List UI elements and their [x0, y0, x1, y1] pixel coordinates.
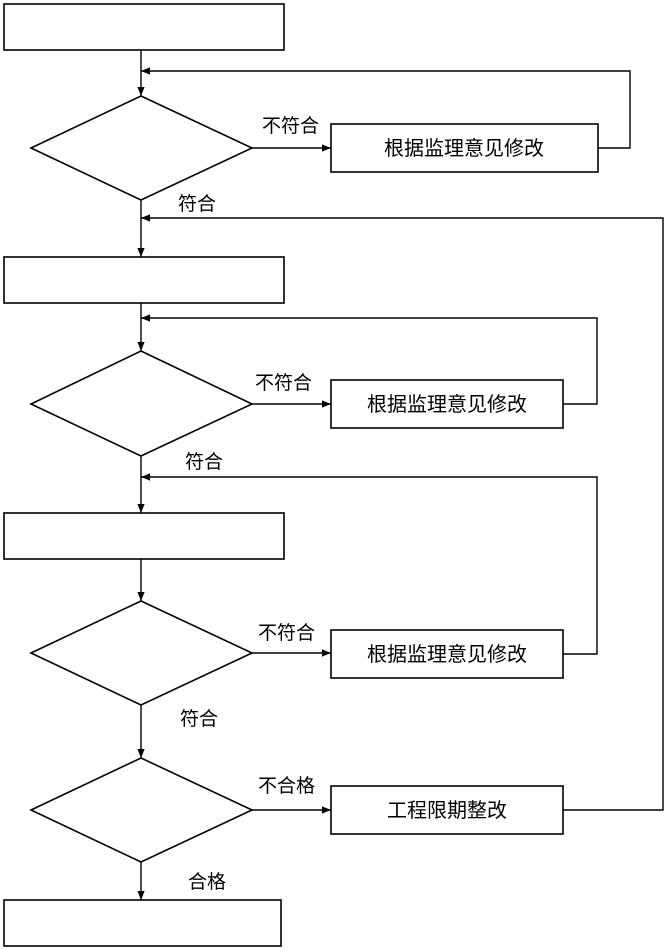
label-pass-2: 符合: [185, 451, 223, 473]
process-box-2: [3, 256, 285, 304]
label-pass-3: 符合: [180, 708, 218, 730]
loop-rectify-back: [141, 214, 664, 811]
loop-revise3-back: [141, 473, 598, 655]
process-box-1: [3, 3, 285, 51]
revise-box-1: [330, 123, 599, 173]
loop-revise1-back: [141, 67, 631, 149]
label-fail-4: 不合格: [258, 775, 315, 797]
decision-3: [29, 600, 254, 706]
rectify-box-label: 工程限期整改: [387, 798, 507, 822]
label-pass-1: 符合: [178, 193, 216, 215]
revise-box-2: [330, 379, 564, 429]
loop-revise2-back: [141, 314, 598, 405]
revise-box-1-label: 根据监理意见修改: [384, 136, 544, 160]
process-box-3: [3, 512, 285, 560]
label-fail-3: 不符合: [258, 622, 315, 644]
label-pass-4: 合格: [188, 871, 226, 893]
revise-box-3-label: 根据监理意见修改: [367, 642, 527, 666]
decision-2: [29, 350, 254, 457]
label-fail-1: 不符合: [262, 115, 319, 137]
decision-1: [29, 95, 254, 201]
revise-box-2-label: 根据监理意见修改: [367, 392, 527, 416]
decision-4: [29, 757, 254, 863]
label-fail-2: 不符合: [255, 372, 312, 394]
revise-box-3: [330, 629, 564, 679]
process-box-final: [3, 899, 282, 947]
